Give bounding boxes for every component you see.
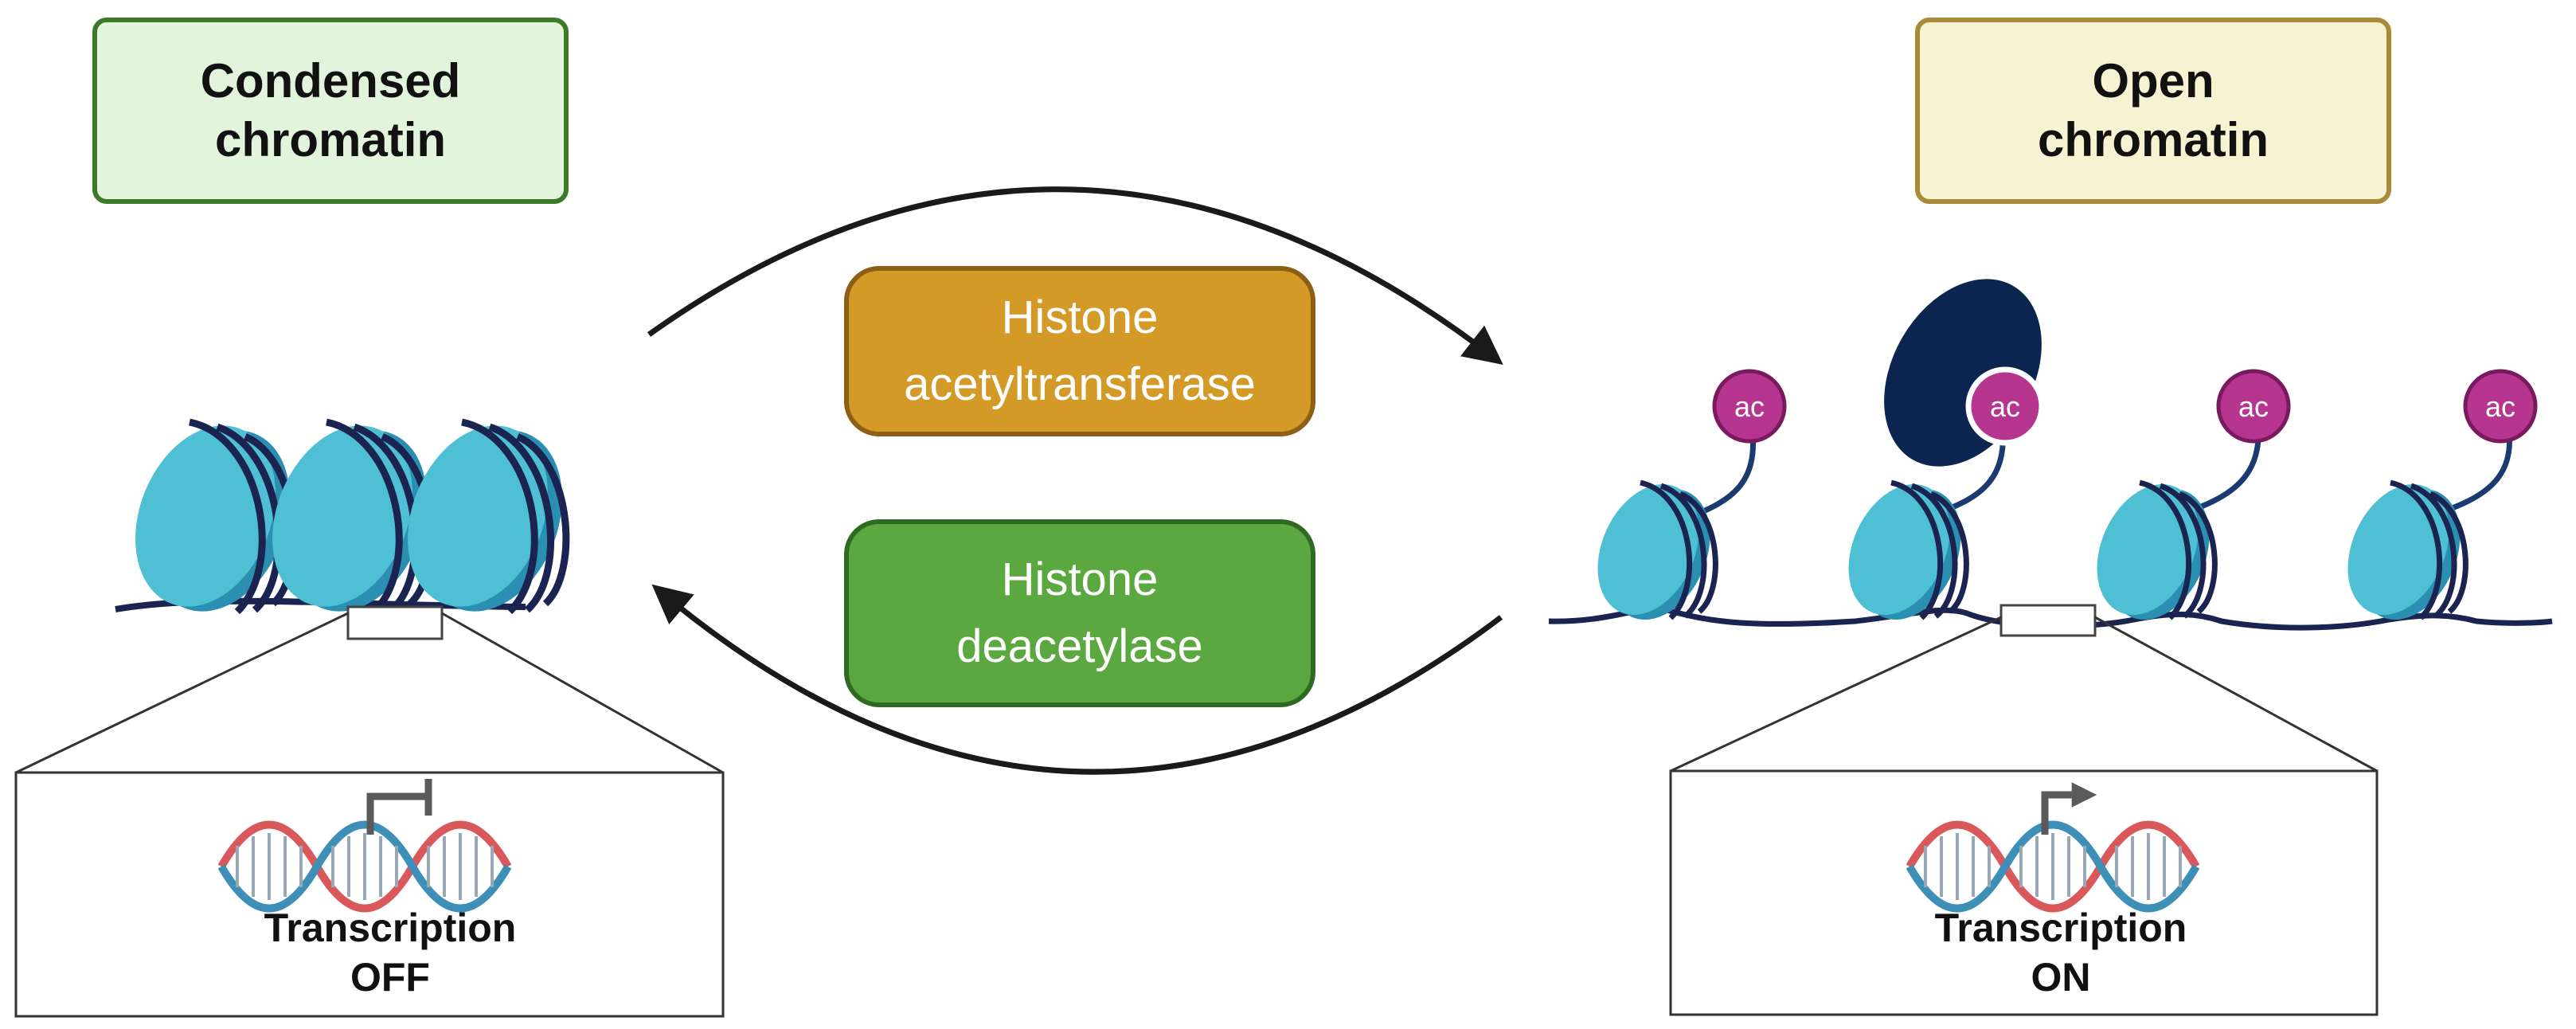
transcription-on-caption: Transcription ON xyxy=(1902,903,2220,1002)
label-line: chromatin xyxy=(214,113,447,166)
acetyl-mark: ac xyxy=(1712,369,1787,444)
label-line: Condensed xyxy=(200,54,461,108)
transcription-off-caption: Transcription OFF xyxy=(231,903,549,1002)
caption-line: OFF xyxy=(350,955,430,1000)
nucleosome xyxy=(2328,468,2480,636)
nucleosome xyxy=(1578,468,1730,636)
transcription-off-panel xyxy=(14,771,725,1018)
caption-line: Transcription xyxy=(264,906,517,950)
zoom-marker-left xyxy=(346,605,444,640)
condensed-chromatin-fiber xyxy=(110,405,588,632)
acetyl-mark: ac xyxy=(2463,369,2538,444)
label-line: Histone xyxy=(1001,291,1159,343)
zoom-lines-left xyxy=(15,612,724,774)
zoom-marker-right xyxy=(1999,604,2097,637)
caption-line: Transcription xyxy=(1934,906,2187,950)
promoter-active-icon xyxy=(2041,782,2097,835)
linker-dna xyxy=(1548,605,2553,631)
caption-line: ON xyxy=(2031,955,2091,1000)
zoom-lines-right xyxy=(1670,616,2378,773)
open-chromatin-label: Open chromatin xyxy=(1915,18,2391,204)
histone-acetyltransferase-label: Histone acetyltransferase xyxy=(844,266,1315,436)
transcription-factor xyxy=(1884,279,2042,467)
label-line: Open xyxy=(2092,54,2214,108)
svg-text:ac: ac xyxy=(2238,390,2269,423)
svg-text:ac: ac xyxy=(1990,390,2020,423)
deacetylation-arrow xyxy=(651,584,1503,775)
nucleosome xyxy=(2078,468,2229,636)
acetylation-arrow xyxy=(647,186,1503,366)
promoter-blocked-icon xyxy=(366,779,432,835)
acetyl-mark: ac xyxy=(2216,369,2291,444)
open-chromatin-fiber xyxy=(1548,425,2553,636)
label-line: chromatin xyxy=(2037,113,2269,166)
histone-deacetylase-label: Histone deacetylase xyxy=(844,519,1315,707)
condensed-chromatin-label: Condensed chromatin xyxy=(92,18,569,204)
svg-text:ac: ac xyxy=(2485,390,2515,423)
svg-text:ac: ac xyxy=(1734,390,1765,423)
label-line: acetyltransferase xyxy=(904,358,1256,410)
label-line: Histone xyxy=(1001,554,1159,605)
label-line: deacetylase xyxy=(956,620,1203,672)
acetyl-mark: ac xyxy=(1965,366,2045,446)
